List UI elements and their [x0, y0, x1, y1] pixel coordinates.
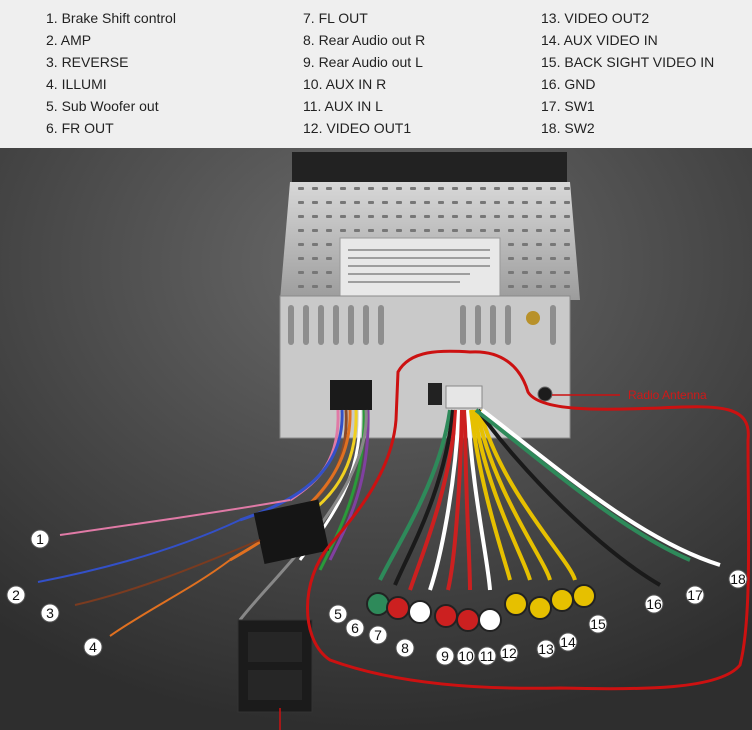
legend-item: 5. Sub Woofer out [46, 98, 159, 114]
pin-legend: 1. Brake Shift control 2. AMP 3. REVERSE… [0, 0, 752, 148]
legend-item: 14. AUX VIDEO IN [541, 32, 658, 48]
legend-item: 2. AMP [46, 32, 92, 48]
callout-15: 15 [590, 616, 606, 632]
callout-1: 1 [36, 531, 44, 547]
chassis-label [339, 237, 501, 297]
head-unit-wiring-photo: Radio Antenna 1 2 3 4 5 6 7 8 9 10 11 12… [0, 148, 752, 730]
legend-item: 6. FR OUT [46, 120, 114, 136]
legend-item: 10. AUX IN R [303, 76, 387, 92]
legend-item: 8. Rear Audio out R [303, 32, 426, 48]
callout-5: 5 [334, 606, 342, 622]
iso-harness [229, 380, 372, 730]
callout-8: 8 [401, 640, 409, 656]
legend-item: 17. SW1 [541, 98, 595, 114]
callout-7: 7 [374, 627, 382, 643]
callout-4: 4 [89, 639, 97, 655]
callout-13: 13 [538, 641, 554, 657]
callout-11: 11 [480, 648, 495, 664]
legend-item: 12. VIDEO OUT1 [303, 120, 412, 136]
legend-item: 15. BACK SIGHT VIDEO IN [541, 54, 715, 70]
legend-item: 9. Rear Audio out L [303, 54, 423, 70]
legend-item: 16. GND [541, 76, 596, 92]
legend-item: 11. AUX IN L [303, 98, 383, 114]
callout-9: 9 [441, 648, 449, 664]
legend-item: 3. REVERSE [46, 54, 129, 70]
rca-highlight-outline [306, 349, 751, 691]
rca-harness [366, 385, 721, 632]
legend-item: 7. FL OUT [303, 10, 368, 26]
callout-2: 2 [12, 587, 20, 603]
callout-14: 14 [560, 634, 576, 650]
callout-12: 12 [501, 645, 517, 661]
callout-16: 16 [646, 596, 662, 612]
callout-6: 6 [351, 620, 359, 636]
legend-item: 13. VIDEO OUT2 [541, 10, 650, 26]
legend-item: 4. ILLUMI [46, 76, 107, 92]
callout-18: 18 [730, 571, 746, 587]
head-unit-chassis [279, 152, 580, 439]
callout-10: 10 [458, 648, 474, 664]
legend-item: 18. SW2 [541, 120, 595, 136]
callout-3: 3 [46, 605, 54, 621]
antenna-label: Radio Antenna [628, 388, 707, 402]
callouts: 1 2 3 4 5 6 7 8 9 10 11 12 13 14 15 16 1… [6, 529, 748, 666]
callout-17: 17 [687, 587, 703, 603]
legend-item: 1. Brake Shift control [46, 10, 176, 26]
